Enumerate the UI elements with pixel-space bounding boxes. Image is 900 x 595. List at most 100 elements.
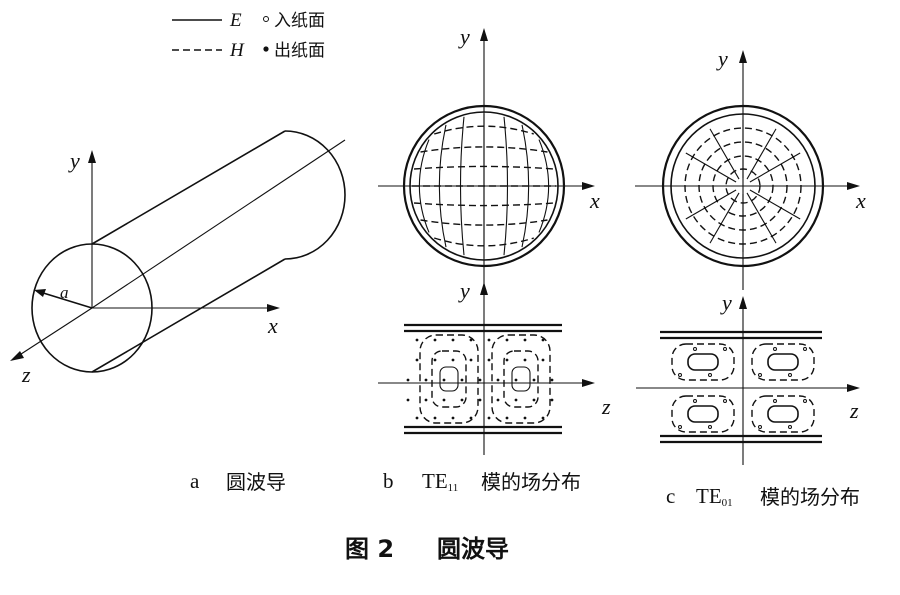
te11-long-dot	[478, 378, 482, 382]
te01-long-loop-outer	[751, 395, 815, 433]
te11-long-dot	[406, 378, 410, 382]
caption-b-mode-sub: 11	[448, 482, 459, 494]
te11-h-line	[433, 237, 535, 247]
te01-long-circle	[803, 399, 807, 403]
te01-long-loop-outer	[751, 343, 815, 381]
te01-long-circle	[773, 347, 777, 351]
legend-e-label: E	[229, 10, 242, 31]
panel-c-wall-outer	[661, 104, 825, 268]
te01-long-loop-core	[687, 353, 719, 371]
te11-long-dot	[487, 338, 491, 342]
panel-c-z-arrow-icon	[847, 384, 860, 392]
te11-long-dot	[523, 416, 527, 420]
te11-long-dot	[415, 416, 419, 420]
te11-long-dot	[415, 338, 419, 342]
panel-c-longitudinal-field	[671, 343, 815, 433]
te11-long-dot	[532, 398, 536, 402]
te11-long-dot	[469, 358, 473, 362]
te11-long-dot	[433, 416, 437, 420]
te11-long-dot	[505, 338, 509, 342]
te01-long-circle	[678, 425, 682, 429]
te11-long-dot	[460, 398, 464, 402]
panel-a-z-arrow-icon	[10, 351, 24, 361]
caption-c: c TE01 模的场分布	[666, 484, 860, 509]
panel-a-top-edge	[91, 130, 286, 245]
caption-c-mode: TE01	[696, 484, 733, 509]
panel-b-y-label: y	[458, 24, 470, 49]
caption-c-letter: c	[666, 484, 675, 508]
panel-c-y2-label: y	[720, 290, 732, 315]
te11-long-dot	[451, 416, 455, 420]
te11-long-dot	[424, 398, 428, 402]
te01-long-circle	[788, 373, 792, 377]
legend-into-page-circle-icon	[263, 16, 269, 22]
panel-c-y-label: y	[716, 46, 728, 71]
panel-b-z-arrow-icon	[582, 379, 595, 387]
panel-a-radius-arrow-icon	[34, 289, 46, 297]
te11-long-dot	[406, 398, 410, 402]
te11-long-dot	[550, 378, 554, 382]
legend-h-label: H	[229, 40, 245, 61]
te11-long-dot	[496, 398, 500, 402]
panel-c-cross-section: y x	[635, 46, 866, 290]
te11-long-dot	[523, 358, 527, 362]
panel-a-center-axis	[91, 139, 346, 309]
caption-b-mode-prefix: TE	[422, 469, 448, 493]
te01-long-loop-core	[767, 405, 799, 423]
te01-long-loop-core	[687, 405, 719, 423]
te11-long-dot	[424, 378, 428, 382]
te11-long-dot	[505, 416, 509, 420]
te01-long-loop-outer	[671, 343, 735, 381]
te11-long-loop-core	[511, 366, 531, 392]
te11-h-line	[413, 165, 555, 170]
te01-e-radial	[685, 189, 737, 220]
te01-e-radial	[685, 152, 737, 183]
te11-long-dot	[496, 378, 500, 382]
te01-long-circle	[693, 347, 697, 351]
panel-a-z-label: z	[21, 362, 31, 387]
panel-b-y-arrow-icon	[480, 28, 488, 41]
panel-c-y-arrow-icon	[739, 50, 747, 63]
caption-a-letter: a	[190, 469, 200, 493]
legend-into-page-label: 入纸面	[274, 11, 325, 31]
te01-long-loop-outer	[671, 395, 735, 433]
te01-long-loop-core	[767, 353, 799, 371]
panel-a-y-arrow-icon	[88, 150, 96, 163]
te01-long-circle	[723, 347, 727, 351]
te11-h-line	[413, 202, 555, 207]
panel-b-field-lines	[412, 113, 556, 258]
panel-a-bottom-edge	[91, 258, 286, 373]
te11-long-dot	[442, 378, 446, 382]
te11-long-loop-core	[439, 366, 459, 392]
caption-b-text: 模的场分布	[481, 470, 581, 494]
te01-e-radial	[746, 128, 777, 180]
te11-long-loop-outer	[491, 334, 551, 424]
panel-c-field-lines	[677, 120, 809, 252]
panel-a-x-label: x	[267, 313, 278, 338]
panel-a-back-rim	[284, 130, 346, 260]
te11-long-dot	[451, 358, 455, 362]
te11-e-line	[503, 116, 509, 256]
te11-h-line	[420, 219, 548, 226]
te11-long-dot	[487, 358, 491, 362]
te01-long-circle	[773, 399, 777, 403]
figure-title-number: 图 2	[345, 535, 394, 563]
te11-long-dot	[541, 338, 545, 342]
te01-long-circle	[708, 373, 712, 377]
panel-b-x-arrow-icon	[582, 182, 595, 190]
te01-long-circle	[708, 425, 712, 429]
te01-e-radial	[709, 128, 740, 180]
te11-long-dot	[550, 398, 554, 402]
te11-h-line	[420, 146, 548, 153]
te11-long-dot	[442, 398, 446, 402]
panel-b-longitudinal: y z	[378, 278, 611, 455]
panel-c-x-label: x	[855, 188, 866, 213]
panel-b-x-label: x	[589, 188, 600, 213]
te11-long-dot	[541, 416, 545, 420]
panel-b-cross-section: y x	[378, 24, 600, 290]
panel-b-y2-label: y	[458, 278, 470, 303]
te01-e-radial	[746, 192, 777, 244]
te01-long-circle	[678, 373, 682, 377]
te11-long-dot	[523, 338, 527, 342]
te11-long-dot	[487, 416, 491, 420]
